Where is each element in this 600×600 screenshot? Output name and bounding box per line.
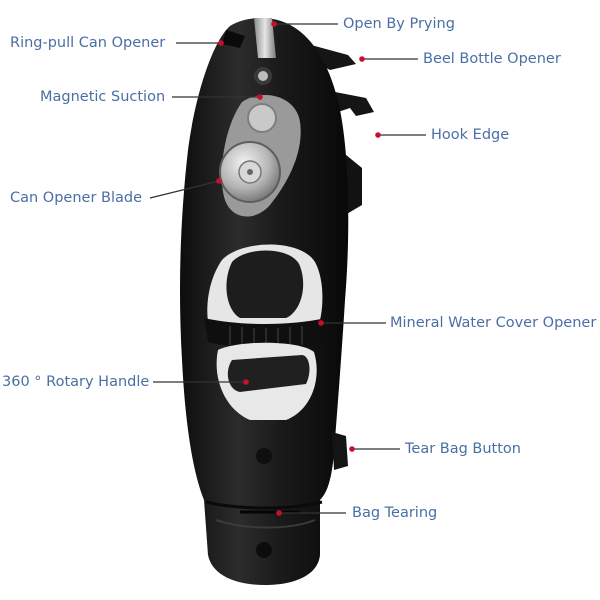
label-can-opener-blade: Can Opener Blade [10, 190, 143, 206]
bottom-dot [256, 542, 272, 558]
mineral-water-bridge [204, 318, 326, 349]
hook-edge-shape [335, 92, 374, 116]
label-mineral-water-cover-opener: Mineral Water Cover Opener [390, 315, 597, 331]
label-open-by-prying: Open By Prying [343, 16, 455, 32]
label-ring-pull-can-opener: Ring-pull Can Opener [10, 35, 166, 51]
grip-knob-upper [226, 250, 304, 318]
pry-cap [254, 18, 276, 58]
label-hook-edge: Hook Edge [431, 127, 510, 143]
bottom-shell-highlight [215, 519, 316, 529]
label-magnetic-suction: Magnetic Suction [40, 89, 166, 105]
label-beel-bottle-opener: Beel Bottle Opener [423, 51, 561, 67]
ring-pull-notch [222, 30, 245, 48]
label-bag-tearing: Bag Tearing [352, 505, 438, 521]
label-rotary-handle: 360 ° Rotary Handle [2, 374, 150, 390]
body-dot [256, 448, 272, 464]
bottom-shell-line [205, 500, 323, 510]
callout-markers [216, 21, 381, 516]
tear-bag-button-shape [332, 432, 348, 470]
magnet-center [258, 71, 268, 81]
gear-wheel [247, 103, 277, 133]
label-tear-bag-button: Tear Bag Button [405, 441, 521, 457]
wheel-screw [247, 169, 253, 175]
leader-lines [149, 23, 426, 514]
